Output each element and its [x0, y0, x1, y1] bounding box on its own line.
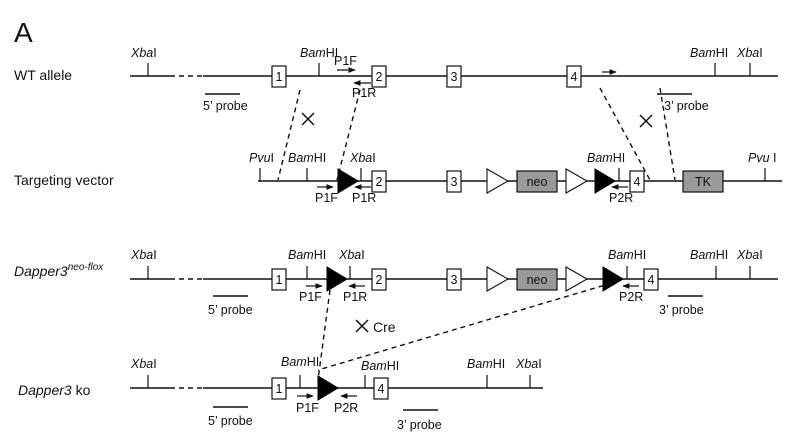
ko-loxp: [317, 375, 339, 401]
crossover-x-left: [301, 112, 315, 126]
targeting-vector-row: Targeting vector PvuI BamHI XbaI 2 3 neo…: [14, 151, 782, 205]
nf-exon-4: [643, 268, 659, 291]
tv-loxp-2: [594, 168, 616, 194]
ko-exon-1: [271, 377, 287, 400]
nf-exon-1: [271, 268, 287, 291]
nf-frt-1: [486, 266, 510, 292]
tv-bamhi-label-1: BamHI: [288, 151, 326, 165]
tv-tk-cassette: [682, 170, 724, 193]
nf-exon-2: [371, 268, 387, 291]
nf-exon-1-label: 1: [276, 273, 283, 287]
panel-label: A: [14, 17, 33, 48]
ko-xbai-label-right: XbaI: [515, 357, 542, 371]
tv-exon-4-label: 4: [634, 175, 641, 189]
ko-primer-p2r-label: P2R: [334, 401, 358, 415]
nf-neo-label: neo: [527, 273, 548, 287]
nf-xbai-label-right: XbaI: [736, 248, 763, 262]
wt-exon-1: [271, 65, 287, 88]
nf-xbai-label: XbaI: [338, 248, 365, 262]
wt-primer-p1f-label: P1F: [334, 54, 357, 68]
nf-primer-p1r-label: P1R: [343, 290, 367, 304]
nf-exon-3-label: 3: [451, 273, 458, 287]
tv-neo-label: neo: [527, 175, 548, 189]
wt-xbai-label-left: XbaI: [130, 46, 157, 60]
tv-primer-p1f-label: P1F: [315, 191, 338, 205]
ko-bamhi-label-1: BamHI: [281, 355, 319, 369]
targeting-vector-label: Targeting vector: [14, 172, 114, 188]
cre-label: Cre: [373, 319, 396, 335]
wt-allele-row: WT allele XbaI BamHI BamHI XbaI 1 2 3 4 …: [14, 46, 778, 113]
tv-tk-label: TK: [695, 175, 712, 189]
wt-exon-4: [566, 65, 582, 88]
nf-bamhi-label-1: BamHI: [288, 248, 326, 262]
wt-5-probe-label: 5’ probe: [203, 99, 248, 113]
ko-3-probe-label: 3’ probe: [397, 418, 442, 432]
nf-exon-2-label: 2: [376, 273, 383, 287]
tv-exon-3: [446, 170, 462, 193]
wt-bamhi-label-2: BamHI: [690, 46, 728, 60]
tv-pvui-label-left: PvuI: [249, 151, 274, 165]
wt-xbai-label-right: XbaI: [736, 46, 763, 60]
wt-exon-1-label: 1: [276, 70, 283, 84]
cre-recombination-lines: Cre: [317, 282, 613, 381]
nf-primer-p1f-label: P1F: [299, 290, 322, 304]
nf-primer-p2r-label: P2R: [619, 290, 643, 304]
tv-frt-2: [565, 168, 589, 194]
tv-bamhi-label-2: BamHI: [587, 151, 625, 165]
nf-loxp-2: [602, 266, 624, 292]
nf-5-probe-label: 5’ probe: [208, 303, 253, 317]
tv-exon-2-label: 2: [376, 175, 383, 189]
nf-xbai-label-left: XbaI: [130, 248, 157, 262]
ko-bamhi-label-2: BamHI: [361, 359, 399, 373]
wt-exon-3: [446, 65, 462, 88]
nf-3-probe-label: 3’ probe: [659, 303, 704, 317]
neo-flox-row: Dapper3neo-flox XbaI 1 BamHI XbaI 2 3 ne…: [14, 248, 778, 317]
wt-exon-3-label: 3: [451, 70, 458, 84]
cre-cross-icon: [355, 319, 369, 333]
ko-exon-4: [373, 377, 389, 400]
tv-exon-2: [371, 170, 387, 193]
ko-exon-1-label: 1: [276, 382, 283, 396]
nf-exon-3: [446, 268, 462, 291]
tv-pvui-label-right: Pvu I: [748, 151, 777, 165]
wt-allele-label: WT allele: [14, 67, 72, 83]
neo-flox-label: Dapper3neo-flox: [14, 262, 104, 279]
ko-5-probe-label: 5’ probe: [208, 414, 253, 428]
ko-row: Dapper3 ko XbaI 1 BamHI BamHI 4 BamHI Xb…: [18, 355, 543, 432]
ko-bamhi-label-3: BamHI: [467, 357, 505, 371]
ko-label: Dapper3 ko: [18, 382, 91, 398]
tv-neo-cassette: [516, 170, 558, 193]
crossover-x-right: [639, 114, 653, 128]
homologous-recombination-lines: [277, 87, 676, 181]
ko-primer-p1f-label: P1F: [296, 401, 319, 415]
wt-exon-4-label: 4: [571, 70, 578, 84]
wt-exon-2-label: 2: [376, 70, 383, 84]
nf-frt-2: [565, 266, 589, 292]
nf-neo-cassette: [516, 268, 558, 291]
nf-bamhi-label-3: BamHI: [690, 248, 728, 262]
tv-exon-4: [629, 170, 645, 193]
nf-exon-4-label: 4: [648, 273, 655, 287]
tv-frt-1: [486, 168, 510, 194]
wt-3-probe-label: 3’ probe: [664, 99, 709, 113]
wt-bamhi-label-1: BamHI: [300, 46, 338, 60]
wt-primer-p1r-label: P1R: [352, 86, 376, 100]
ko-exon-4-label: 4: [378, 382, 385, 396]
ko-xbai-label-left: XbaI: [130, 357, 157, 371]
tv-primer-p2r-label: P2R: [609, 191, 633, 205]
nf-bamhi-label-2: BamHI: [608, 248, 646, 262]
nf-loxp-1: [326, 266, 348, 292]
wt-exon-2: [371, 65, 387, 88]
tv-primer-p1r-label: P1R: [352, 191, 376, 205]
tv-loxp-1: [337, 168, 359, 194]
tv-exon-3-label: 3: [451, 175, 458, 189]
tv-xbai-label: XbaI: [349, 151, 376, 165]
